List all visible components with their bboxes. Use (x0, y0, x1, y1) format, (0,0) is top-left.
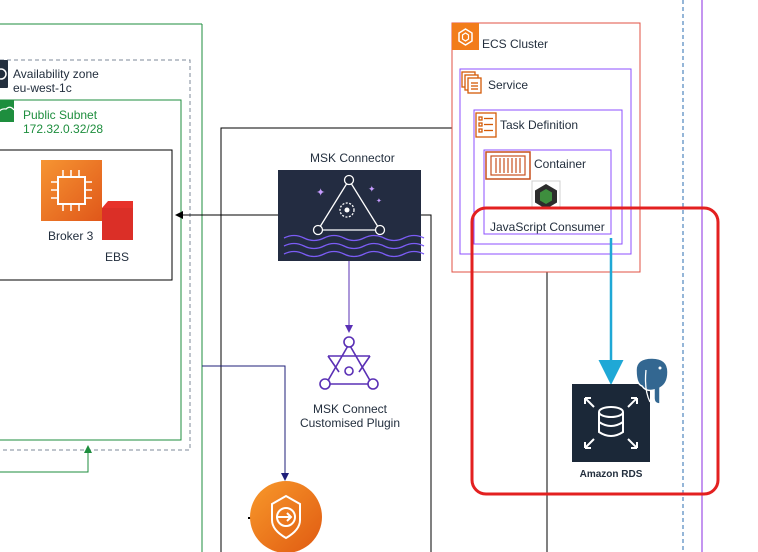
amazon-rds-label: Amazon RDS (579, 469, 643, 480)
public-subnet-icon (0, 100, 15, 122)
green-return-arrow (0, 445, 92, 473)
availability-zone-box (0, 59, 191, 451)
container-label: Container (534, 157, 587, 171)
msk-plugin-label-line2: Customised Plugin (299, 416, 401, 430)
task-definition-label: Task Definition (500, 118, 579, 132)
connector-downstream-line (421, 214, 432, 552)
broker-box (0, 149, 173, 281)
gateway-endpoint-icon (248, 481, 322, 552)
ebs-label: EBS (105, 250, 130, 264)
task-definition-icon (475, 112, 497, 138)
ecs-service-icon (461, 71, 482, 94)
nodejs-icon (531, 180, 561, 210)
ecs-service-label: Service (488, 78, 529, 92)
broker-label: Broker 3 (48, 229, 94, 243)
vpc-border (0, 23, 203, 552)
right-dashed-lines (682, 0, 703, 552)
task-definition-box (473, 109, 623, 245)
ec2-instance-icon (41, 160, 102, 221)
public-subnet-title: Public Subnet (23, 108, 98, 122)
svg-text:✦: ✦ (376, 197, 382, 205)
rds-database-icon (572, 384, 650, 462)
svg-text:✦: ✦ (368, 185, 376, 195)
availability-zone-region: eu-west-1c (13, 81, 72, 95)
ebs-volume-icon (102, 201, 133, 240)
subnet-to-gateway-arrow (202, 365, 289, 481)
ecs-to-connector-line (220, 127, 452, 552)
availability-zone-title: Availability zone (13, 67, 99, 81)
ecs-cluster-icon (452, 23, 479, 50)
ecs-cluster-label: ECS Cluster (482, 37, 549, 51)
msk-connector-label: MSK Connector (310, 151, 395, 165)
javascript-consumer-label: JavaScript Consumer (490, 220, 605, 234)
msk-connector-icon: ✦ ✦ ✦ (278, 170, 425, 261)
msk-connect-plugin-icon (319, 336, 379, 390)
highlight-box (470, 206, 720, 496)
postgresql-elephant-icon (635, 357, 669, 405)
container-icon (485, 151, 531, 180)
svg-text:✦: ✦ (316, 186, 325, 199)
availability-zone-icon (0, 60, 8, 88)
public-subnet-box (0, 99, 182, 441)
ecs-service-box (459, 68, 632, 255)
ecs-cluster-box (451, 22, 641, 273)
public-subnet-cidr: 172.32.0.32/28 (23, 122, 104, 136)
msk-plugin-label-line1: MSK Connect (312, 402, 388, 416)
container-box (483, 149, 612, 235)
